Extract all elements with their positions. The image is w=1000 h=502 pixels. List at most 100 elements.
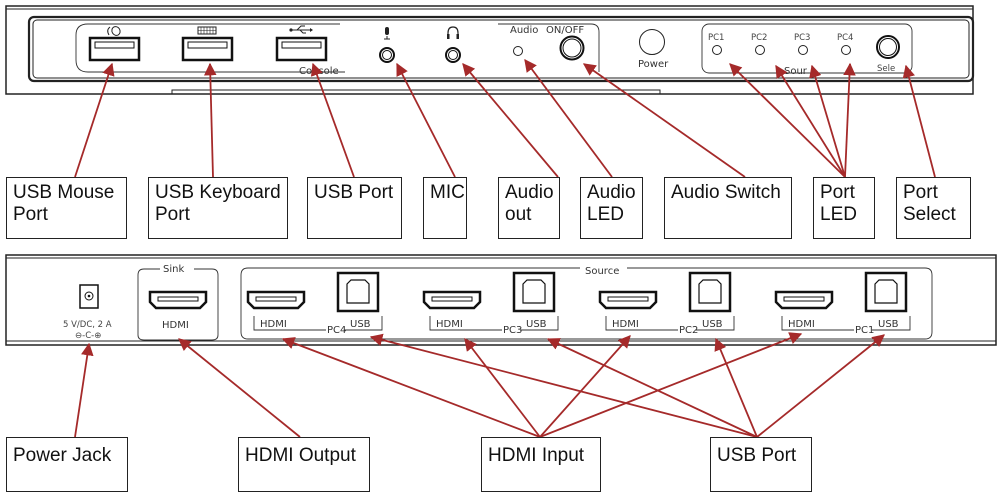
select-label: Sele	[877, 64, 895, 74]
callout-arrows	[74, 58, 936, 438]
usb-b-port[interactable]	[864, 271, 908, 313]
callout-arrow	[369, 333, 758, 438]
hdmi-port-label: HDMI	[612, 319, 639, 330]
callout-arrow	[178, 338, 301, 438]
source-group-label: Sour	[784, 66, 808, 77]
callout-label-line: Port	[13, 204, 48, 225]
usb-port-label: USB	[350, 319, 371, 330]
callout-arrow	[396, 62, 456, 178]
callout-arrow	[539, 335, 631, 438]
callout-arrow	[756, 334, 885, 438]
front-panel: Console Audio ON/OFF Sour Sele Power	[5, 5, 975, 95]
pc-led-3	[798, 45, 808, 55]
port-select-button[interactable]	[876, 35, 900, 59]
sink-label: Sink	[163, 264, 184, 275]
usb-icon	[289, 25, 313, 34]
power-label: Power	[638, 59, 669, 70]
callout-label: HDMI Input	[481, 437, 601, 492]
usb-port-front[interactable]	[275, 36, 328, 62]
pc-label: PC1	[855, 325, 874, 336]
microphone-icon	[384, 27, 390, 40]
pc-label: PC2	[679, 325, 698, 336]
pc-led-label: PC3	[794, 33, 810, 43]
callout-arrow	[462, 63, 559, 178]
pc-led-2	[755, 45, 765, 55]
callout-arrow	[902, 64, 936, 178]
hdmi-input-port[interactable]	[774, 290, 834, 310]
source-label: Source	[585, 266, 619, 277]
callout-label-line: MIC	[430, 182, 465, 203]
callout-label-line: Audio	[505, 182, 554, 203]
source-group-pc4: HDMI PC4 USB	[246, 271, 383, 336]
callout-arrow	[539, 332, 803, 438]
hdmi-input-port[interactable]	[246, 290, 306, 310]
hdmi-input-port[interactable]	[598, 290, 658, 310]
mic-jack[interactable]	[379, 47, 395, 63]
callout-label-line: Audio	[587, 182, 636, 203]
callout-label: USB Port	[307, 177, 402, 239]
callout-label-line: Port	[820, 182, 855, 203]
usb-b-port[interactable]	[512, 271, 556, 313]
keyboard-icon	[197, 26, 217, 35]
callout-arrow	[714, 337, 758, 438]
usb-port-label: USB	[878, 319, 899, 330]
pc-label: PC3	[503, 325, 522, 336]
callout-arrow	[524, 58, 613, 178]
usb-port-label: USB	[526, 319, 547, 330]
power-button[interactable]	[639, 29, 665, 55]
audio-label: Audio	[510, 25, 538, 36]
pc-label: PC4	[327, 325, 346, 336]
usb-port-label: USB	[702, 319, 723, 330]
callout-label: Audio Switch	[664, 177, 792, 239]
callout-arrow	[843, 62, 856, 178]
callout-label-line: out	[505, 204, 532, 225]
source-group-pc2: HDMI PC2 USB	[598, 271, 735, 336]
polarity-symbol: ⊖-C-⊕	[75, 331, 101, 341]
callout-arrow	[74, 342, 94, 438]
pc-led-label: PC4	[837, 33, 853, 43]
callout-label-line: Port	[903, 182, 938, 203]
audio-onoff-label: ON/OFF	[546, 25, 584, 36]
power-jack[interactable]	[79, 284, 99, 309]
pc-led-4	[841, 45, 851, 55]
power-rating: 5 V/DC, 2 A	[63, 320, 112, 330]
audio-switch-button[interactable]	[559, 35, 585, 61]
callout-arrow	[582, 63, 746, 178]
hdmi-port-label: HDMI	[788, 319, 815, 330]
usb-mouse-port[interactable]	[88, 36, 141, 62]
hdmi-output-port[interactable]	[148, 290, 208, 310]
callout-arrow	[809, 64, 846, 178]
callout-label-line: Audio Switch	[671, 182, 781, 203]
hdmi-input-port[interactable]	[422, 290, 482, 310]
source-group-pc1: HDMI PC1 USB	[774, 271, 911, 336]
hdmi-port-label: HDMI	[260, 319, 287, 330]
audio-out-jack[interactable]	[445, 47, 461, 63]
console-group-label: Console	[299, 66, 339, 77]
callout-label-line: LED	[820, 204, 857, 225]
usb-keyboard-port[interactable]	[181, 36, 234, 62]
callout-label: Power Jack	[6, 437, 128, 492]
audio-led	[513, 46, 523, 56]
callout-arrow	[546, 338, 758, 438]
callout-arrow	[729, 63, 846, 178]
pc-led-1	[712, 45, 722, 55]
callout-arrow	[775, 64, 846, 178]
callout-arrow	[281, 337, 541, 438]
usb-b-port[interactable]	[688, 271, 732, 313]
usb-b-port[interactable]	[336, 271, 380, 313]
callout-label-line: USB Mouse	[13, 182, 115, 203]
callout-label-line: LED	[587, 204, 624, 225]
callout-arrow	[310, 62, 355, 178]
pc-led-label: PC2	[751, 33, 767, 43]
callout-arrow	[204, 62, 217, 178]
